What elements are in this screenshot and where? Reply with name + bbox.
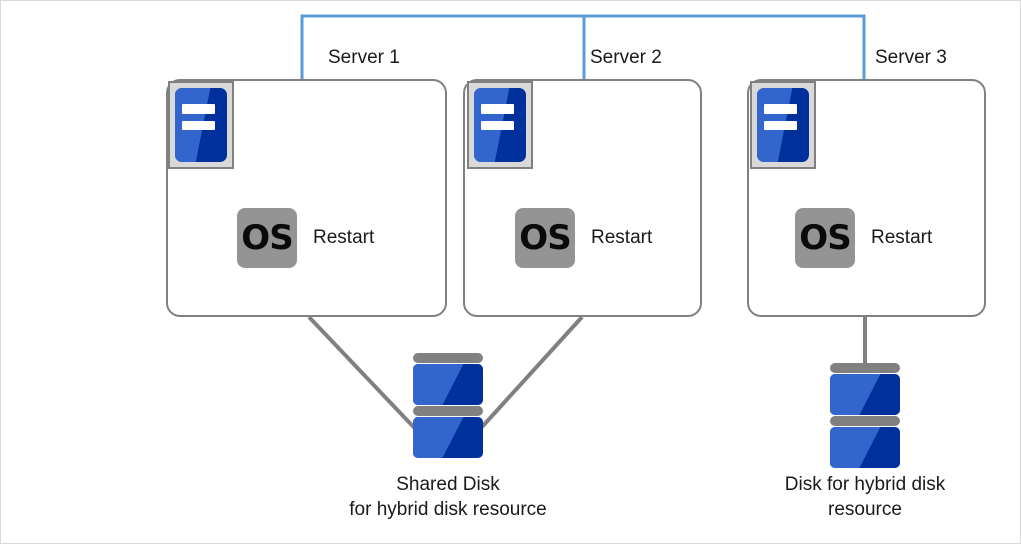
disk-platter-highlight bbox=[830, 374, 881, 415]
server-icon bbox=[467, 81, 533, 169]
disk-platter-upper bbox=[830, 374, 900, 415]
os-icon: OS bbox=[237, 208, 297, 268]
disk-platter-highlight bbox=[830, 427, 881, 468]
os-icon: OS bbox=[515, 208, 575, 268]
shared-disk-caption-line2: for hybrid disk resource bbox=[349, 499, 547, 520]
server3-disk-caption: Disk for hybrid disk resource bbox=[715, 472, 1015, 522]
server-icon bbox=[750, 81, 816, 169]
os-status-label: Restart bbox=[871, 227, 933, 248]
server-icon bbox=[168, 81, 234, 169]
os-status-group-1: OS Restart bbox=[237, 208, 374, 268]
server-slot-bar-top bbox=[182, 104, 215, 114]
disk-platter-upper bbox=[413, 364, 483, 405]
server-label-2: Server 2 bbox=[590, 47, 662, 68]
disk-middle-bar bbox=[413, 406, 483, 416]
server3-disk-caption-line2: resource bbox=[828, 499, 902, 520]
server3-disk-caption-line1: Disk for hybrid disk bbox=[784, 474, 946, 495]
server3-disk-icon[interactable] bbox=[830, 363, 900, 469]
server-chassis bbox=[474, 88, 526, 162]
disk-platter-highlight bbox=[413, 364, 464, 405]
server-slot-bar-bottom bbox=[481, 120, 514, 131]
server-chassis bbox=[757, 88, 809, 162]
disk-platter-lower bbox=[413, 417, 483, 458]
disk-platter-lower bbox=[830, 427, 900, 468]
shared-disk-icon[interactable] bbox=[413, 353, 483, 459]
disk-middle-bar bbox=[830, 416, 900, 426]
server-slot-bar-top bbox=[764, 104, 797, 114]
disk-platter-highlight bbox=[413, 417, 464, 458]
server-slot-bar-bottom bbox=[182, 120, 215, 131]
disk-top-bar bbox=[830, 363, 900, 373]
shared-disk-connectors bbox=[307, 315, 584, 441]
disk-top-bar bbox=[413, 353, 483, 363]
server-group-bracket bbox=[300, 14, 866, 79]
os-status-group-2: OS Restart bbox=[515, 208, 652, 268]
server-label-3: Server 3 bbox=[875, 47, 947, 68]
shared-disk-caption: Shared Disk for hybrid disk resource bbox=[298, 472, 598, 522]
os-status-label: Restart bbox=[313, 227, 375, 248]
shared-disk-caption-line1: Shared Disk bbox=[396, 474, 500, 495]
os-status-group-3: OS Restart bbox=[795, 208, 932, 268]
server-slot-bar-bottom bbox=[764, 120, 797, 131]
os-icon: OS bbox=[795, 208, 855, 268]
server-label-1: Server 1 bbox=[328, 47, 400, 68]
server-chassis bbox=[175, 88, 227, 162]
os-status-label: Restart bbox=[591, 227, 653, 248]
server-slot-bar-top bbox=[481, 104, 514, 114]
